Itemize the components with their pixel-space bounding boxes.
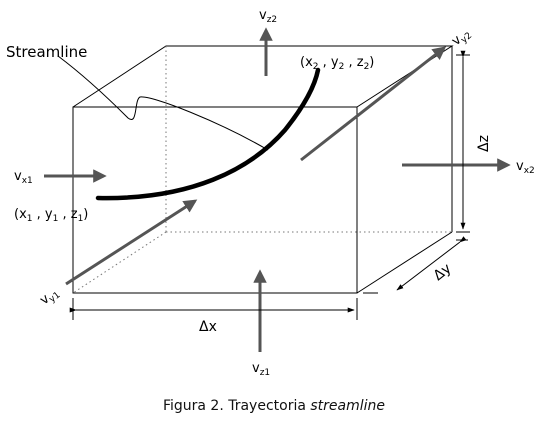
dy-dimension <box>363 236 468 294</box>
dz-dimension <box>456 50 470 233</box>
streamline-label: Streamline <box>6 43 87 61</box>
box-top-face <box>72 45 454 108</box>
vx1-label: vx1 <box>14 169 33 186</box>
figure-caption: Figura 2. Trayectoria streamline <box>0 398 548 414</box>
point1-label: (x1 , y1 , z1) <box>14 207 88 224</box>
vz1-label: vz1 <box>252 361 270 378</box>
dy-label: Δy <box>431 261 455 285</box>
box-hidden-diagonal-edge <box>72 231 167 294</box>
dx-dimension <box>69 298 358 320</box>
streamline-leader <box>57 55 269 151</box>
vy1-arrow <box>65 199 198 286</box>
dx-label: Δx <box>199 319 217 335</box>
caption-emphasis: streamline <box>310 398 386 414</box>
vy2-arrow <box>300 46 447 162</box>
point2-label: (x2 , y2 , z2) <box>300 55 374 72</box>
vy1-label: vy1 <box>37 285 62 310</box>
box-front-face <box>72 106 358 294</box>
dz-label: Δz <box>476 135 492 152</box>
vx2-label: vx2 <box>516 159 535 176</box>
streamline-curve <box>95 67 321 201</box>
vz2-label: vz2 <box>259 8 277 25</box>
caption-prefix: Figura 2. Trayectoria <box>162 398 311 414</box>
vy2-label: vy2 <box>449 26 474 51</box>
